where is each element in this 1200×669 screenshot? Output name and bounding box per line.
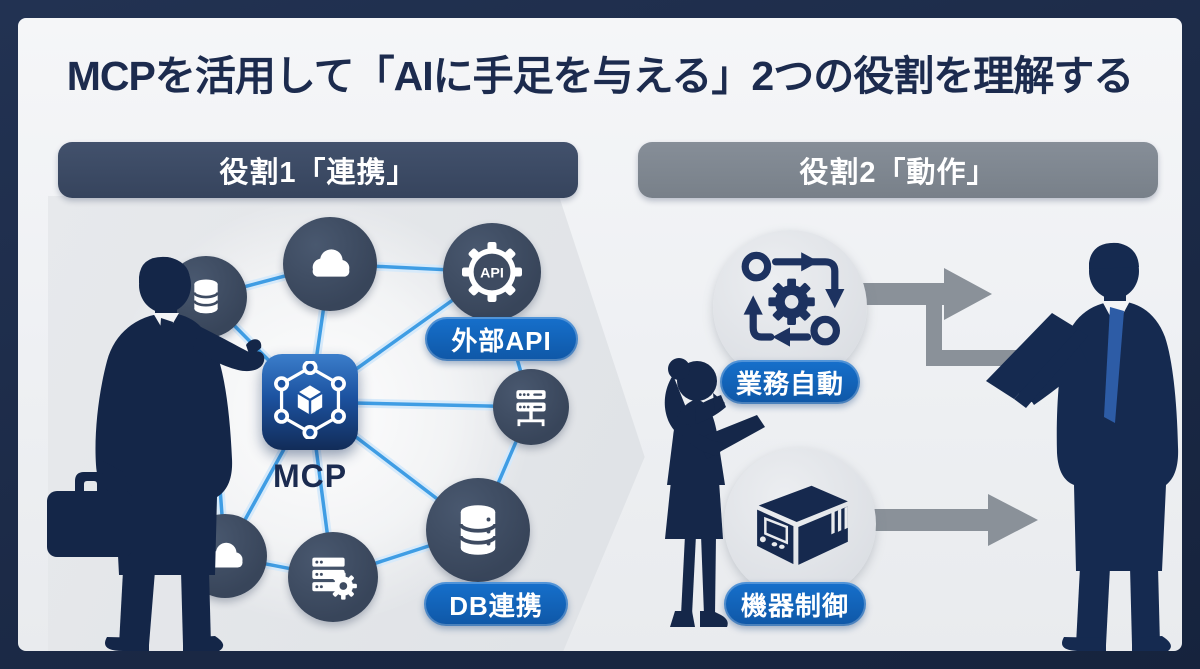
device-control-badge: 機器制御 bbox=[724, 582, 866, 626]
server-network-icon bbox=[504, 380, 558, 434]
svg-text:API: API bbox=[480, 265, 504, 281]
businessman-presenting-silhouette bbox=[43, 253, 273, 651]
mcp-hexagon-network-icon bbox=[271, 359, 349, 444]
device-circle bbox=[724, 448, 876, 600]
node-database-big bbox=[426, 478, 530, 582]
node-cloud-top bbox=[283, 217, 377, 311]
node-external-api: API bbox=[443, 223, 541, 321]
infographic-canvas: MCPを活用して「AIに手足を与える」2つの役割を理解する 役割1「連携」 役割… bbox=[18, 18, 1182, 651]
arrow-right-icon bbox=[988, 494, 1038, 546]
arrow-right-icon bbox=[944, 268, 992, 320]
businessman-with-laptop-silhouette bbox=[976, 241, 1182, 651]
node-server-gear bbox=[288, 532, 378, 622]
db-link-badge: DB連携 bbox=[424, 582, 568, 626]
server-gear-icon bbox=[302, 546, 364, 608]
database-icon bbox=[442, 494, 514, 566]
process-automation-icon bbox=[726, 241, 854, 374]
businesswoman-with-tablet-silhouette bbox=[633, 353, 783, 650]
page-title: MCPを活用して「AIに手足を与える」2つの役割を理解する bbox=[66, 53, 1134, 99]
external-api-badge: 外部API bbox=[425, 317, 578, 361]
device-control-icon bbox=[734, 456, 866, 593]
automation-circle bbox=[713, 230, 867, 384]
api-gear-icon: API bbox=[456, 236, 528, 308]
cloud-icon bbox=[298, 232, 362, 296]
database-icon bbox=[178, 269, 234, 325]
node-server-right bbox=[493, 369, 569, 445]
mcp-hub bbox=[262, 354, 358, 450]
section-header-role1: 役割1「連携」 bbox=[58, 142, 578, 198]
business-automation-badge: 業務自動 bbox=[720, 360, 860, 404]
mcp-label: MCP bbox=[272, 458, 348, 494]
section-header-role2: 役割2「動作」 bbox=[638, 142, 1158, 198]
